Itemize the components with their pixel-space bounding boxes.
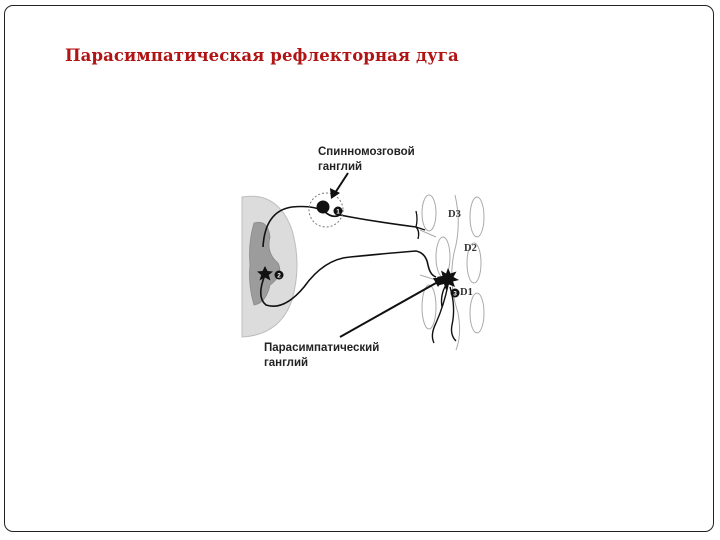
dermatome-d2-label: D2	[464, 243, 477, 254]
spinal-ganglion-neuron	[316, 200, 330, 214]
reflex-arc-diagram: 1 2 3 Спинномозговой ганглий Парасимпати…	[230, 135, 500, 385]
marker-3-badge	[450, 288, 460, 298]
slide-frame: Парасимпатическая рефлекторная дуга	[4, 5, 714, 532]
parasympathetic-ganglion-label-line1: Парасимпатический	[264, 342, 379, 354]
preganglionic-fiber	[259, 250, 437, 307]
parasympathetic-ganglion-neuron	[436, 268, 459, 290]
effector-organ	[419, 194, 485, 351]
parasympathetic-ganglion-label-line2: ганглий	[264, 357, 308, 369]
reflex-arc-svg: 1 2 3 Спинномозговой ганглий Парасимпати…	[241, 146, 485, 369]
marker-2-badge	[274, 270, 284, 280]
marker-1: 1	[336, 208, 340, 215]
marker-2: 2	[277, 272, 281, 279]
parasympathetic-ganglion-arrow	[339, 278, 444, 338]
marker-1-badge	[333, 206, 343, 216]
marker-3: 3	[453, 290, 457, 297]
lateral-horn-neuron	[257, 266, 273, 281]
slide-title: Парасимпатическая рефлекторная дуга	[65, 46, 459, 65]
afferent-ending	[415, 210, 426, 240]
grey-matter	[249, 221, 281, 306]
dermatome-d3-label: D3	[448, 209, 461, 220]
dermatome-d1-label: D1	[460, 287, 473, 298]
postganglionic-fibers	[431, 284, 457, 344]
spinal-ganglion-arrow	[330, 172, 349, 199]
spinal-ganglion-label-line1: Спинномозговой	[318, 146, 415, 158]
spinal-ganglion-label-line2: ганглий	[318, 161, 362, 173]
spinal-ganglion-outline	[308, 192, 344, 228]
